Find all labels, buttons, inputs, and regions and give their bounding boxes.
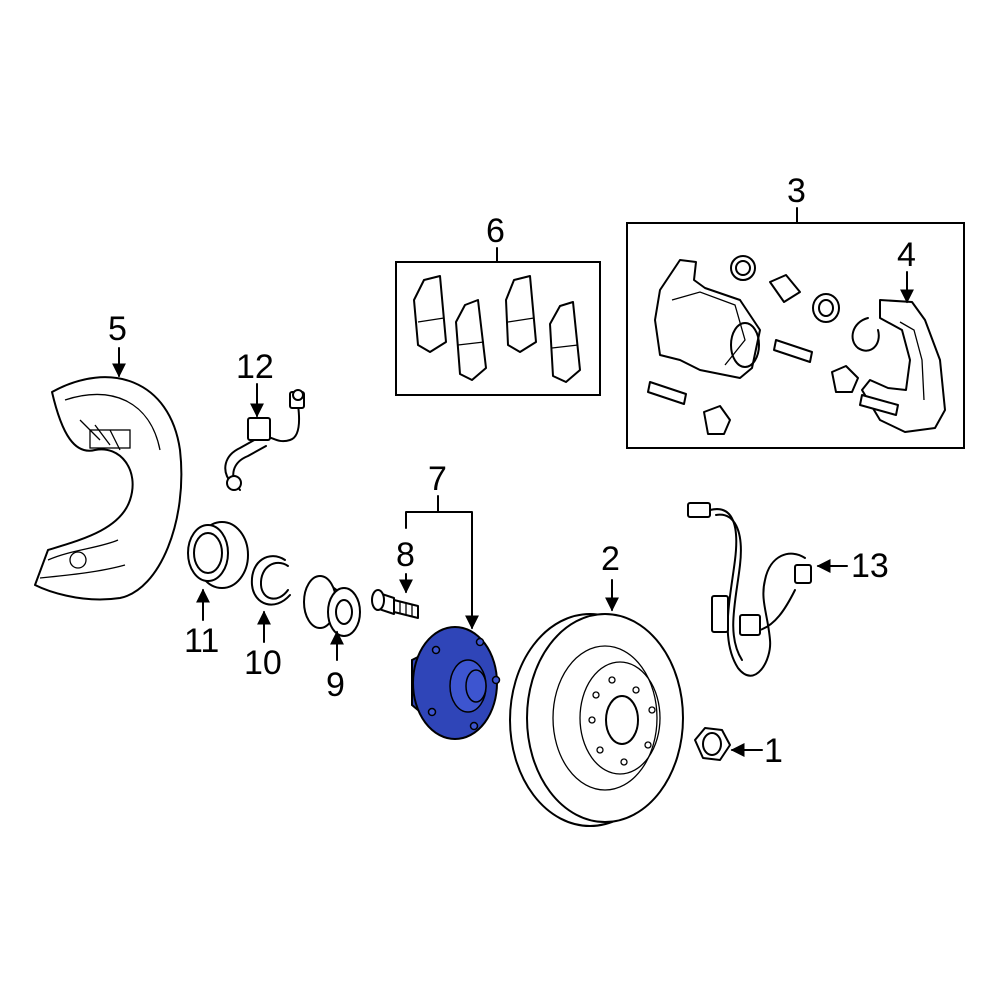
brake-pads-part[interactable] bbox=[413, 275, 581, 383]
wheel-stud-part[interactable] bbox=[371, 589, 419, 619]
callout-2[interactable]: 2 bbox=[601, 540, 620, 578]
callout-4[interactable]: 4 bbox=[897, 236, 916, 274]
leader-7 bbox=[405, 495, 472, 628]
group-box-3 bbox=[626, 222, 965, 449]
callout-3[interactable]: 3 bbox=[787, 172, 806, 210]
dust-shield-part[interactable] bbox=[34, 376, 183, 601]
caliper-bracket-part[interactable] bbox=[859, 299, 946, 433]
callout-12[interactable]: 12 bbox=[236, 348, 274, 386]
bearing-part[interactable] bbox=[303, 575, 361, 637]
callout-5[interactable]: 5 bbox=[108, 310, 127, 348]
callout-8[interactable]: 8 bbox=[396, 536, 415, 574]
snap-ring-part[interactable] bbox=[250, 555, 291, 606]
callout-6[interactable]: 6 bbox=[486, 212, 505, 250]
callout-10[interactable]: 10 bbox=[244, 644, 282, 682]
hub-nut-part[interactable] bbox=[694, 727, 731, 761]
callout-7[interactable]: 7 bbox=[428, 460, 447, 498]
brake-hose-part[interactable] bbox=[224, 389, 305, 491]
callout-11[interactable]: 11 bbox=[184, 622, 219, 660]
seal-ring-part[interactable] bbox=[187, 521, 249, 589]
callout-9[interactable]: 9 bbox=[326, 666, 345, 704]
brake-rotor-part[interactable] bbox=[509, 613, 684, 827]
abs-sensor-part[interactable] bbox=[687, 502, 812, 677]
caliper-part[interactable] bbox=[647, 255, 880, 435]
callout-13[interactable]: 13 bbox=[851, 547, 889, 585]
callout-1[interactable]: 1 bbox=[764, 732, 783, 770]
wheel-hub-part[interactable] bbox=[411, 626, 501, 740]
